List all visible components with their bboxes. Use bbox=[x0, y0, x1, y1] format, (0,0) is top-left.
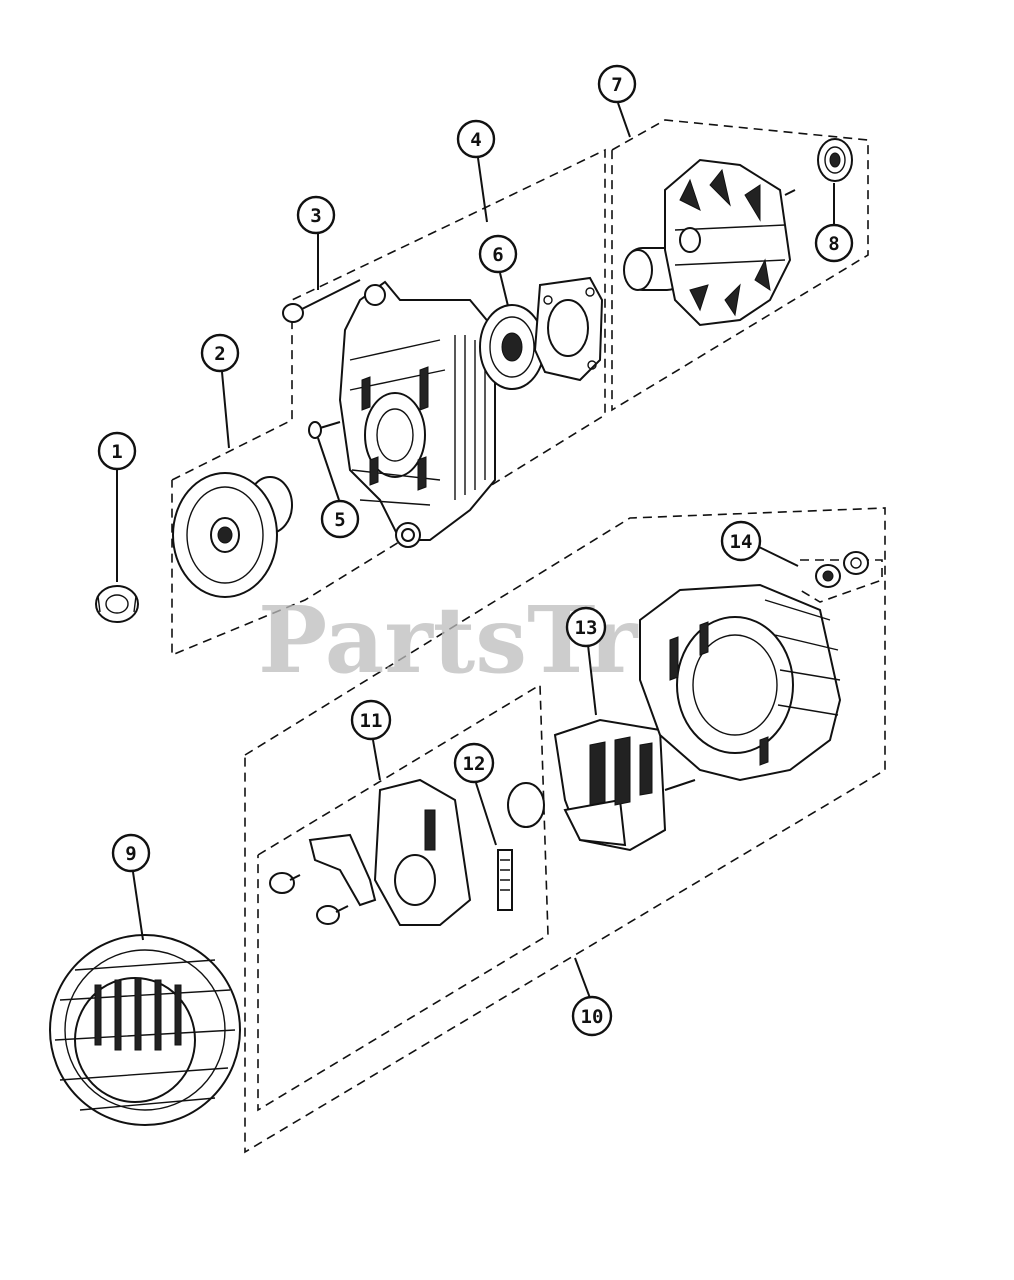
svg-text:1: 1 bbox=[111, 441, 122, 463]
svg-text:10: 10 bbox=[581, 1006, 604, 1028]
callout-12: 12 bbox=[453, 742, 495, 784]
part-3-bolt bbox=[282, 279, 361, 323]
callout-2: 2 bbox=[200, 333, 240, 373]
svg-text:13: 13 bbox=[575, 617, 598, 639]
callout-6: 6 bbox=[478, 234, 518, 274]
callout-10: 10 bbox=[571, 995, 613, 1037]
part-14-nut-washer bbox=[815, 551, 869, 588]
svg-text:9: 9 bbox=[125, 843, 136, 865]
part-11-brush-holder bbox=[269, 778, 472, 926]
part-1-nut bbox=[95, 585, 139, 623]
callout-4: 4 bbox=[456, 119, 496, 159]
svg-text:3: 3 bbox=[310, 205, 321, 227]
svg-text:12: 12 bbox=[463, 753, 486, 775]
callout-14: 14 bbox=[720, 520, 762, 562]
leader-lines bbox=[116, 102, 835, 999]
svg-text:7: 7 bbox=[611, 74, 622, 96]
part-5-screw bbox=[308, 421, 341, 439]
svg-text:6: 6 bbox=[492, 244, 503, 266]
svg-text:14: 14 bbox=[730, 531, 753, 553]
callout-5: 5 bbox=[320, 499, 360, 539]
part-7-rotor bbox=[623, 158, 796, 327]
part-9-stator bbox=[49, 934, 241, 1126]
svg-text:11: 11 bbox=[360, 710, 383, 732]
callout-3: 3 bbox=[296, 195, 336, 235]
svg-text:4: 4 bbox=[470, 129, 481, 151]
callout-9: 9 bbox=[111, 833, 151, 873]
svg-text:2: 2 bbox=[214, 343, 225, 365]
part-8-bearing bbox=[817, 138, 853, 182]
callout-8: 8 bbox=[814, 223, 854, 263]
part-13-rectifier bbox=[553, 718, 696, 852]
callout-13: 13 bbox=[565, 606, 607, 648]
part-4-front-housing bbox=[338, 280, 496, 548]
callout-1: 1 bbox=[97, 431, 137, 471]
svg-text:5: 5 bbox=[334, 509, 345, 531]
part-10-rear-housing bbox=[639, 583, 842, 782]
part-2-pulley bbox=[172, 472, 293, 598]
part-12-brush bbox=[497, 782, 545, 911]
callout-7: 7 bbox=[597, 64, 637, 104]
callout-11: 11 bbox=[350, 699, 392, 741]
svg-text:8: 8 bbox=[828, 233, 839, 255]
part-6-bearing bbox=[479, 276, 604, 390]
callouts: 1 2 3 4 5 6 7 8 bbox=[97, 64, 854, 1037]
assembly-boundaries bbox=[171, 119, 886, 1154]
